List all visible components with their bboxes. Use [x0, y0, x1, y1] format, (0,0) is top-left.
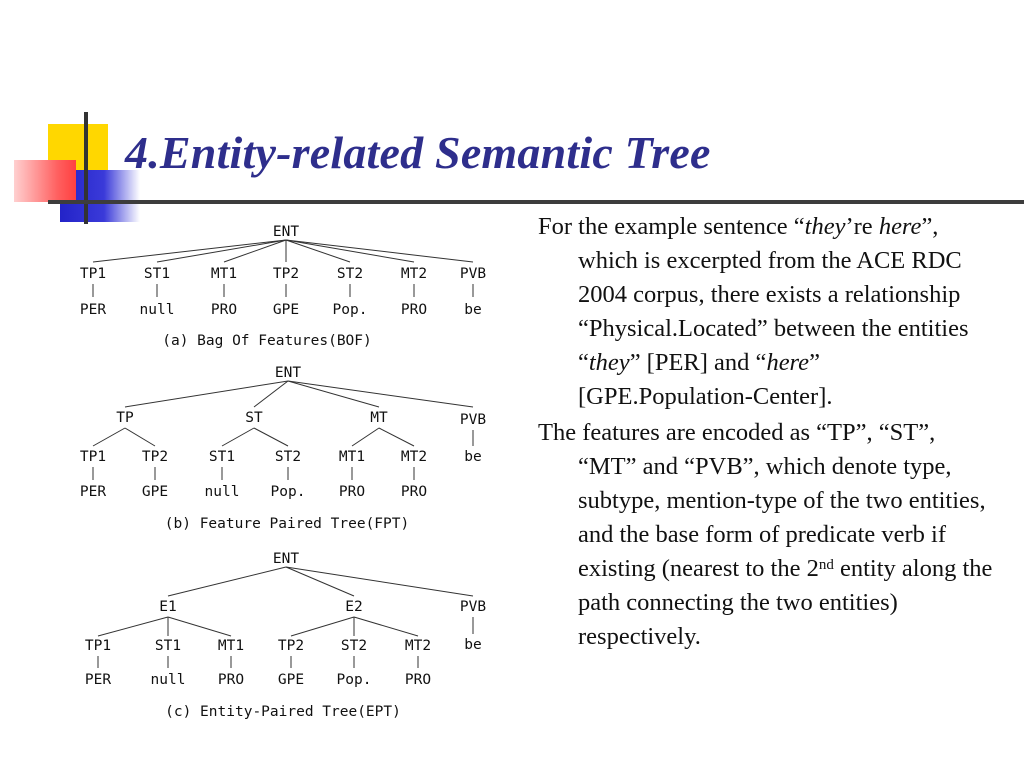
fpt-feature-label: ST1 [209, 449, 235, 465]
slide-title: 4.Entity-related Semantic Tree [125, 127, 711, 178]
ept-pvb-leaf: be [464, 637, 481, 653]
fpt-group-label: TP [116, 410, 134, 426]
fpt-feature-label: ST2 [275, 449, 301, 465]
ept-feature-label: TP2 [278, 638, 304, 654]
bof-child-label: ST1 [144, 266, 170, 282]
fpt-leaf-label: PRO [401, 484, 427, 500]
ept-feature-label: ST2 [341, 638, 367, 654]
deco-vertical-bar [84, 112, 88, 224]
bof-child-label: ST2 [337, 266, 363, 282]
bof-child-label: MT2 [401, 266, 427, 282]
ept-feature-label: MT2 [405, 638, 431, 654]
fpt-feature-label: TP1 [80, 449, 106, 465]
fpt-leaf-label: null [205, 484, 240, 500]
bof-leaf-label: Pop. [333, 302, 368, 318]
ept-group-label: PVB [460, 599, 486, 615]
paragraph-features: The features are encoded as “TP”, “ST”, … [538, 419, 993, 650]
fpt-leaf-label: Pop. [271, 484, 306, 500]
bof-child-label: TP2 [273, 266, 299, 282]
ept-leaf-label: null [151, 672, 186, 688]
fpt-tree: ENT TP ST MT PVB TP1 TP2 ST1 ST2 MT1 MT2… [80, 365, 486, 532]
ept-feature-label: MT1 [218, 638, 244, 654]
fpt-feature-label: TP2 [142, 449, 168, 465]
paragraph-example: For the example sentence “they’re here”,… [538, 213, 969, 410]
title-underline [48, 200, 1024, 204]
fpt-pvb-leaf: be [464, 449, 481, 465]
ept-leaf-label: PRO [218, 672, 244, 688]
bof-child-label: TP1 [80, 266, 106, 282]
ept-leaf-label: PRO [405, 672, 431, 688]
bof-root-label: ENT [273, 224, 299, 240]
bof-tree: ENT TP1 ST1 MT1 TP2 ST2 MT2 PVB PER null… [80, 224, 486, 349]
ept-feature-label: TP1 [85, 638, 111, 654]
ept-leaf-label: Pop. [337, 672, 372, 688]
ept-root-label: ENT [273, 551, 299, 567]
bof-leaf-label: PRO [211, 302, 237, 318]
tree-diagrams: ENT TP1 ST1 MT1 TP2 ST2 MT2 PVB PER null… [80, 224, 486, 720]
bof-child-label: MT1 [211, 266, 237, 282]
bof-leaf-label: PRO [401, 302, 427, 318]
fpt-feature-label: MT2 [401, 449, 427, 465]
ept-feature-label: ST1 [155, 638, 181, 654]
fpt-group-label: ST [245, 410, 263, 426]
fpt-caption: (b) Feature Paired Tree(FPT) [165, 516, 409, 532]
fpt-leaf-label: PRO [339, 484, 365, 500]
fpt-leaf-label: GPE [142, 484, 168, 500]
explanation-text: For the example sentence “they’re here”,… [538, 210, 998, 654]
bof-caption: (a) Bag Of Features(BOF) [162, 333, 372, 349]
ept-group-label: E2 [345, 599, 362, 615]
ept-group-label: E1 [159, 599, 176, 615]
deco-red-square [14, 160, 76, 202]
bof-leaf-label: be [464, 302, 481, 318]
ept-leaf-label: PER [85, 672, 111, 688]
ept-caption: (c) Entity-Paired Tree(EPT) [165, 704, 401, 720]
bof-child-label: PVB [460, 266, 486, 282]
ept-tree: ENT E1 E2 PVB TP1 ST1 MT1 TP2 ST2 MT2 be… [85, 551, 486, 720]
fpt-group-label: PVB [460, 412, 486, 428]
fpt-group-label: MT [370, 410, 388, 426]
fpt-feature-label: MT1 [339, 449, 365, 465]
ept-leaf-label: GPE [278, 672, 304, 688]
bof-leaf-label: GPE [273, 302, 299, 318]
fpt-root-label: ENT [275, 365, 301, 381]
fpt-leaf-label: PER [80, 484, 106, 500]
bof-leaf-label: null [140, 302, 175, 318]
bof-leaf-label: PER [80, 302, 106, 318]
